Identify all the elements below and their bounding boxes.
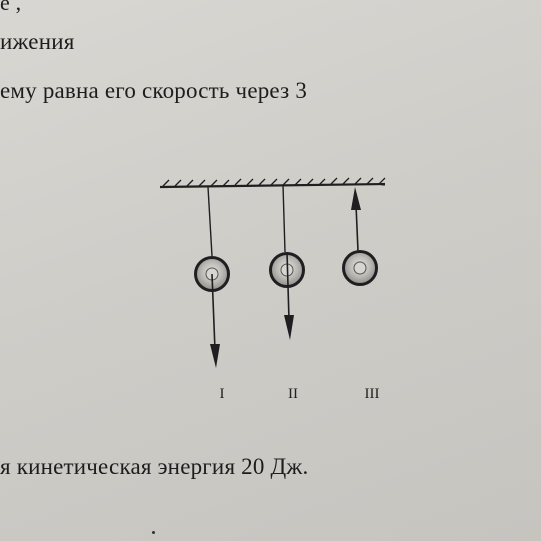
ceiling-line: [159, 182, 386, 189]
pendulum-1-vector: [211, 273, 216, 351]
text-line-2: ижения: [0, 29, 75, 54]
label-2: II: [288, 386, 298, 402]
pendulum-1-thread: [207, 186, 213, 257]
pendulum-2-vector: [286, 251, 290, 321]
text-line-top: е ,: [0, 0, 22, 15]
ceiling-hatching: [162, 177, 386, 187]
pendulum-3-vector: [355, 204, 359, 252]
ink-speck: [152, 531, 155, 534]
pendulum-3: [342, 187, 378, 286]
pendulum-2: [269, 184, 305, 340]
pendulum-1: [194, 186, 230, 368]
text-line-bottom: я кинетическая энергия 20 Дж.: [0, 454, 309, 479]
pendulum-1-arrowhead: [210, 344, 220, 368]
label-1: I: [220, 386, 225, 402]
label-3: III: [365, 386, 380, 402]
text-line-3: ему равна его скорость через 3: [0, 78, 308, 103]
pendulum-2-thread: [282, 184, 286, 253]
pendulum-3-arrowhead: [351, 187, 361, 210]
pendulum-2-arrowhead: [284, 315, 294, 340]
